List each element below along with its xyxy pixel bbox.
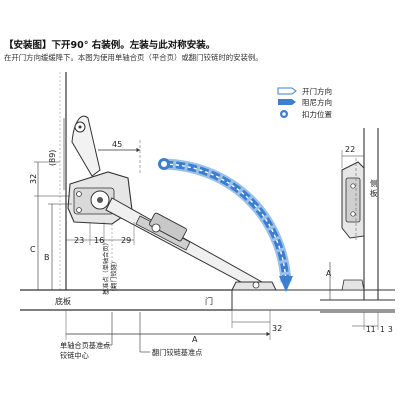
svg-text:A: A — [192, 335, 198, 344]
svg-text:32: 32 — [29, 174, 38, 184]
dimension-89: (89) — [48, 118, 65, 190]
svg-text:开门方向: 开门方向 — [302, 86, 332, 96]
svg-text:C: C — [30, 245, 36, 254]
svg-text:翻门铰链基准点: 翻门铰链基准点 — [152, 348, 202, 357]
side-view — [320, 128, 395, 313]
opening-arc — [158, 158, 293, 292]
svg-text:（翻门铰链）: （翻门铰链） — [110, 258, 118, 295]
bottom-board-label: 底板 — [55, 296, 71, 306]
svg-text:单轴合页基准点: 单轴合页基准点 — [60, 341, 110, 350]
legend: 开门方向 阻尼方向 扣力位置 — [277, 86, 332, 119]
dimension-45: 45 — [98, 140, 141, 175]
svg-text:扣力位置: 扣力位置 — [302, 109, 332, 119]
dimension-B: B — [44, 203, 72, 290]
svg-text:32: 32 — [272, 324, 282, 333]
svg-text:3: 3 — [388, 325, 393, 334]
dimension-C: C — [30, 195, 70, 290]
dimension-23-16-29: 23 16 29 — [66, 222, 135, 245]
page-subtitle: 在开门方向缓缓降下。本图为使用单轴合页（平合页）或翻门铰链时的安装例。 — [4, 53, 263, 62]
legend-open-direction: 开门方向 — [277, 86, 332, 96]
svg-text:A: A — [326, 269, 332, 278]
svg-text:(89): (89) — [48, 150, 57, 166]
dimension-11-3: 11 1 3 — [352, 312, 393, 334]
reference-point-note: 基准点（单轴合页） （翻门铰链） — [102, 224, 118, 295]
bottom-board — [20, 289, 233, 311]
dimension-A-bottom: A — [65, 310, 271, 344]
page-title: 【安装图】下开90° 右装例。左装与此对称安装。 — [4, 40, 216, 51]
svg-text:22: 22 — [345, 145, 355, 154]
legend-damping-direction: 阻尼方向 — [278, 97, 332, 107]
dimension-A-right: A — [326, 262, 332, 300]
dimension-32-left: 32 — [29, 161, 60, 196]
cabinet-side-wall — [59, 72, 67, 290]
lid-stay-mechanism — [67, 115, 277, 291]
svg-text:基准点（单轴合页）: 基准点（单轴合页） — [102, 239, 110, 295]
svg-text:B: B — [44, 253, 50, 262]
svg-text:阻尼方向: 阻尼方向 — [302, 97, 332, 107]
svg-text:16: 16 — [94, 236, 104, 245]
dimension-32-bottom: 32 — [231, 310, 282, 333]
svg-text:29: 29 — [121, 236, 131, 245]
side-board-label: 侧 板 — [370, 178, 380, 198]
svg-text:23: 23 — [74, 236, 84, 245]
svg-text:铰链中心: 铰链中心 — [60, 351, 89, 360]
door-label: 门 — [205, 296, 213, 306]
dimension-22: 22 — [341, 145, 364, 168]
legend-pull-position: 扣力位置 — [280, 109, 332, 119]
svg-text:45: 45 — [112, 140, 122, 149]
hinge-reference-labels: 单轴合页基准点 铰链中心 翻门铰链基准点 — [60, 312, 202, 360]
svg-text:11: 11 — [366, 325, 376, 334]
svg-text:1: 1 — [380, 325, 385, 334]
